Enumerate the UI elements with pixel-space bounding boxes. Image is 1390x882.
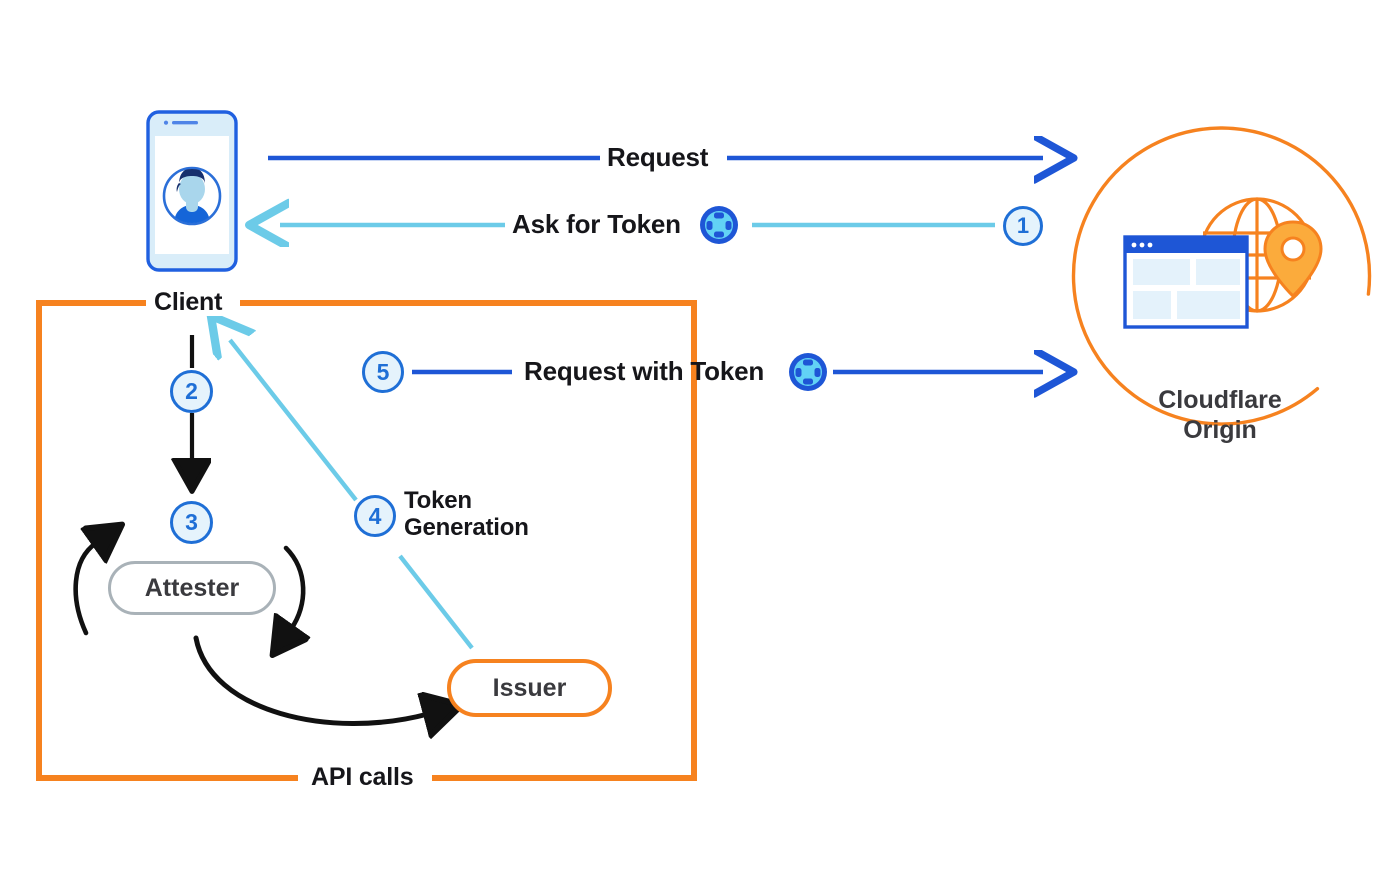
token-generation-label-line1: Token [404, 487, 472, 514]
boundary-bottom-right-segment [432, 775, 697, 781]
map-pin-icon [1263, 220, 1323, 299]
step-circle-5: 5 [362, 351, 404, 393]
origin-caption-line1: Cloudflare [1158, 386, 1282, 414]
step-circle-4: 4 [354, 495, 396, 537]
flow-attester-loop-right [286, 545, 303, 629]
flow-ask-token-label: Ask for Token [512, 209, 681, 239]
flow-attester-loop-left [73, 543, 96, 636]
mobile-phone-icon [146, 110, 238, 272]
client-label: Client [146, 288, 231, 316]
flow-attester-issuer-curve [193, 635, 428, 724]
api-calls-label: API calls [303, 763, 422, 791]
issuer-label: Issuer [492, 673, 567, 702]
privacy-pass-token-icon [700, 206, 738, 244]
step-circle-3: 3 [170, 501, 213, 544]
flow-request-label: Request [607, 142, 709, 172]
flow-token-generation-upper [230, 340, 358, 502]
boundary-top-left-segment [36, 300, 148, 306]
flow-request-with-token-label: Request with Token [524, 356, 765, 386]
user-avatar-icon [162, 166, 222, 226]
boundary-left-edge [36, 300, 42, 781]
origin-caption: Cloudflare Origin [1110, 385, 1330, 445]
boundary-top-right-segment [240, 300, 697, 306]
node-attester[interactable]: Attester [108, 561, 276, 615]
globe-icon [1199, 197, 1315, 313]
boundary-right-edge [691, 300, 697, 781]
flow-token-generation-lower [398, 554, 474, 650]
step-circle-1: 1 [1003, 206, 1043, 246]
privacy-pass-token-icon [789, 353, 827, 391]
attester-label: Attester [144, 573, 240, 602]
origin-ring [1071, 126, 1372, 426]
node-issuer[interactable]: Issuer [447, 659, 612, 717]
browser-window-icon [1123, 235, 1249, 329]
step-circle-2: 2 [170, 370, 213, 413]
origin-caption-line2: Origin [1183, 416, 1257, 444]
boundary-bottom-left-segment [36, 775, 298, 781]
token-generation-label-line2: Generation [404, 514, 529, 541]
